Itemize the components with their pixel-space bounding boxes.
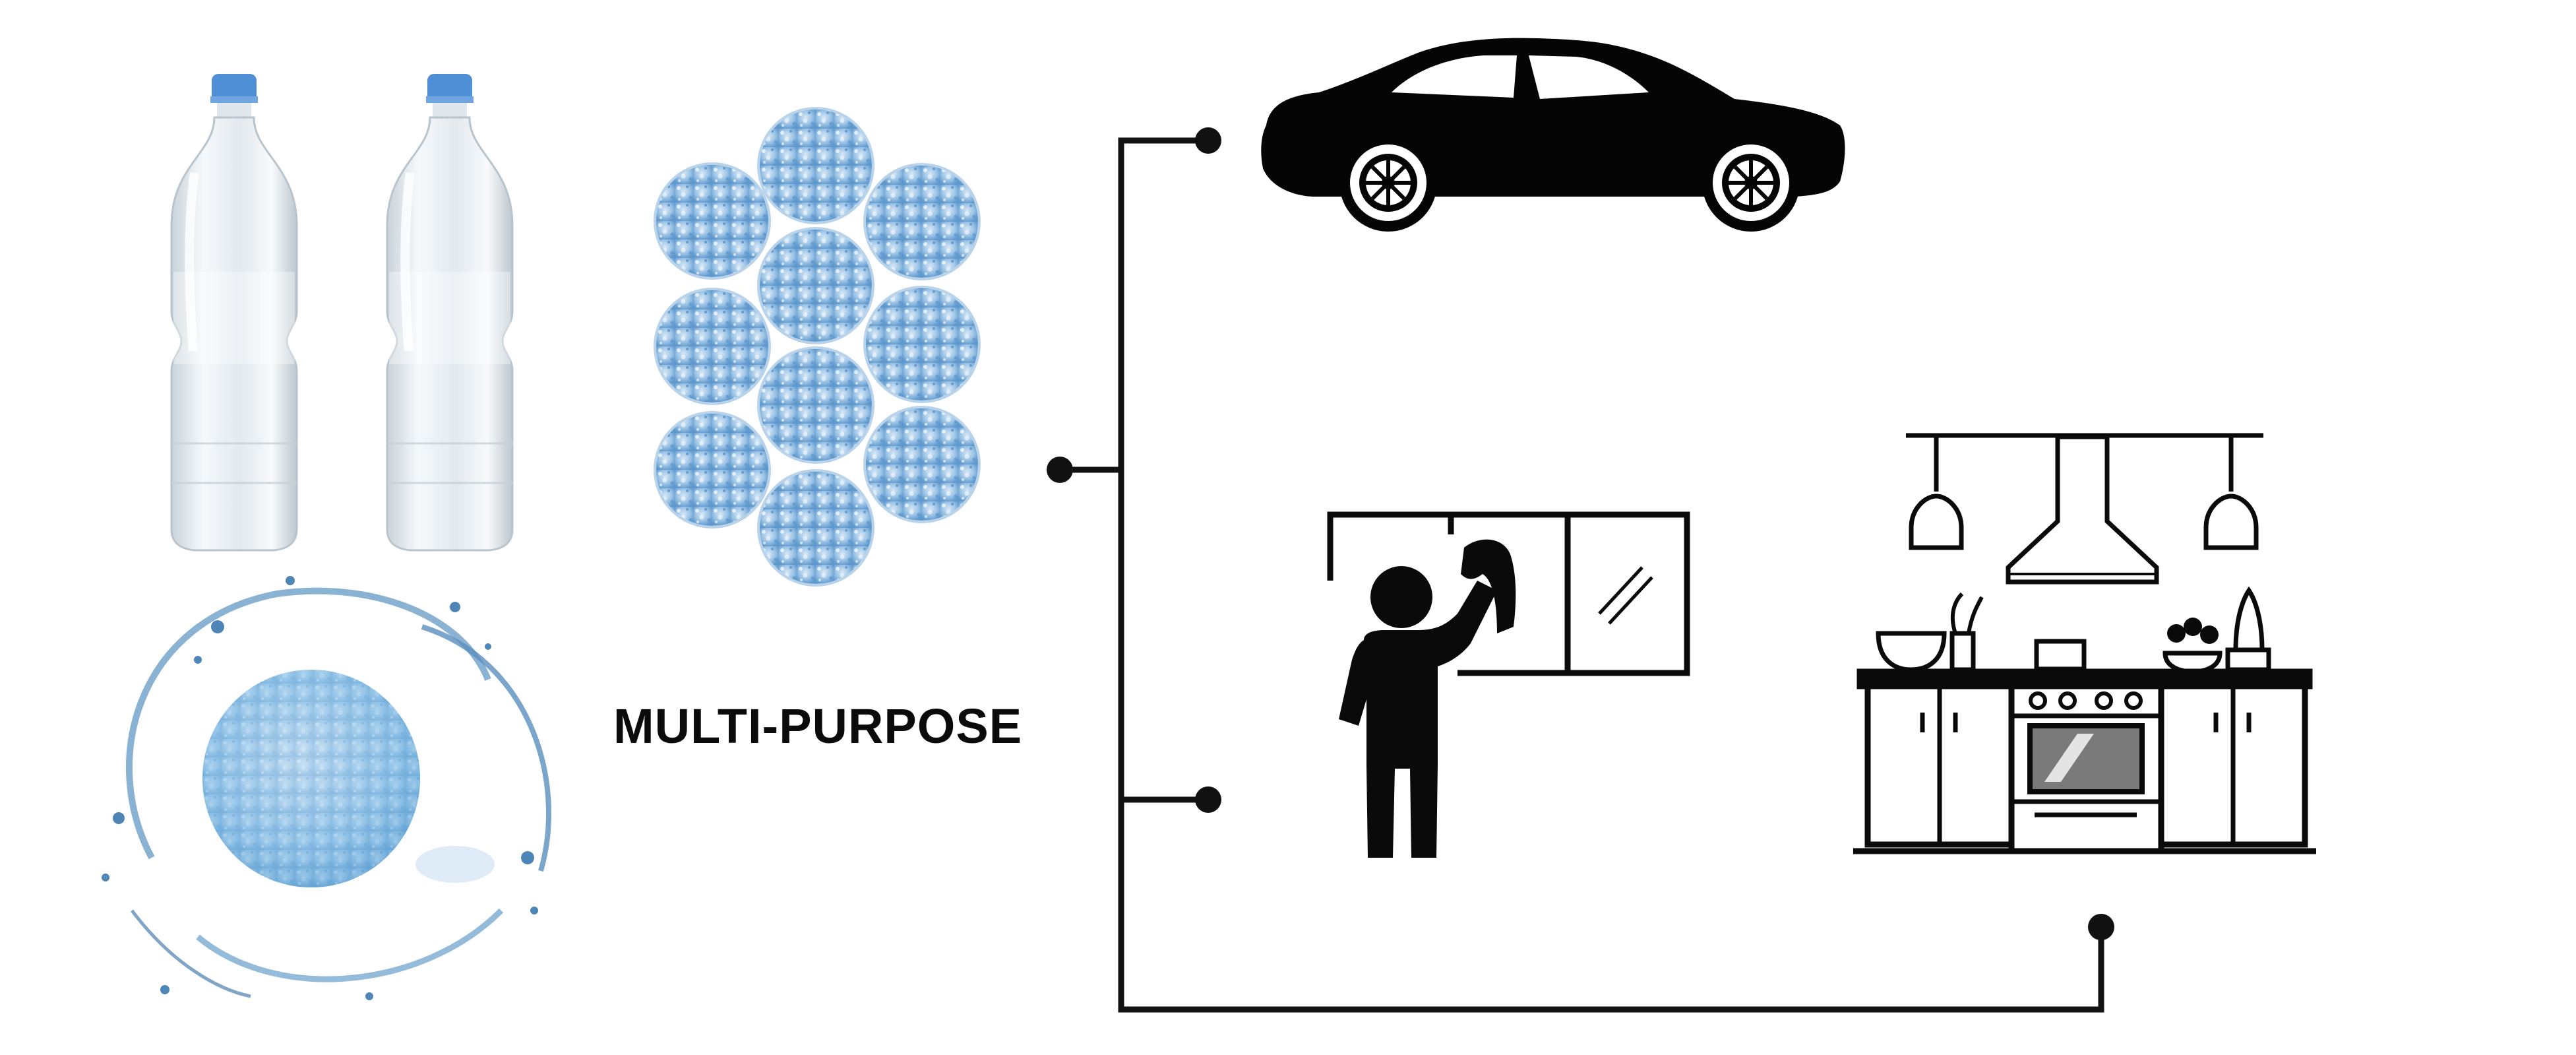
kitchen-icon [1853,433,2316,854]
water-bottle-icon [171,74,512,550]
cleaning-tablet-icon [654,107,981,587]
car-icon [1261,38,1845,232]
water-splash-tablet-icon [102,576,551,1000]
multi-purpose-caption: MULTI-PURPOSE [613,699,1023,753]
window-cleaning-person-icon [1327,511,1690,858]
connector-lines [1058,137,2104,1013]
connector-dots [1047,127,2114,940]
